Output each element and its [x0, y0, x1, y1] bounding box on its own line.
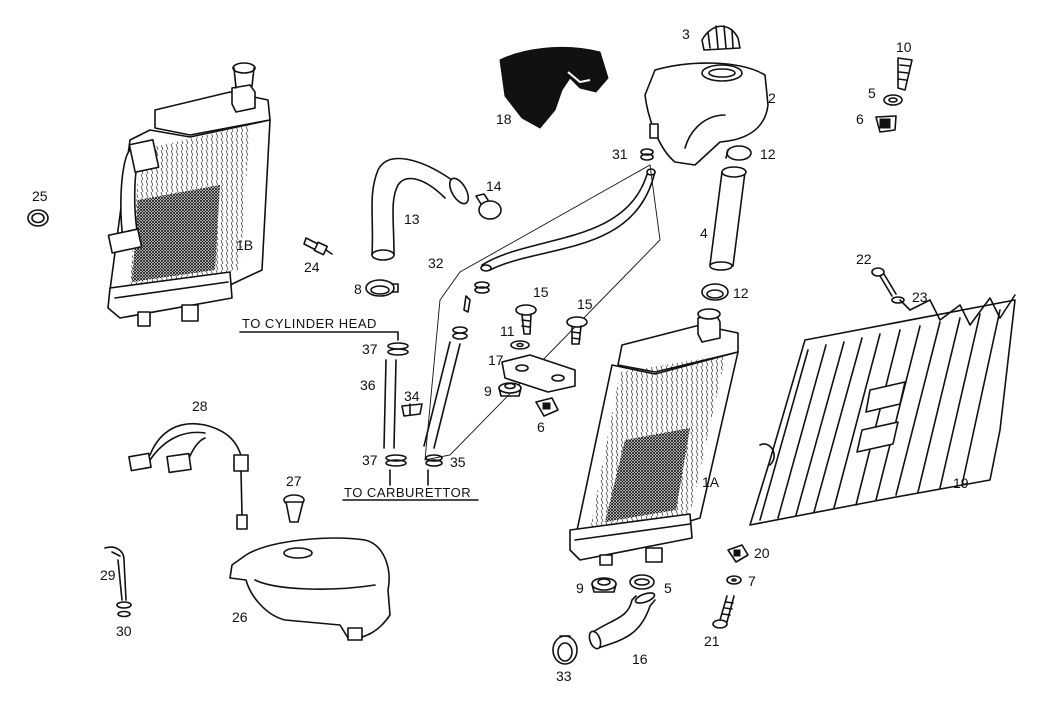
- label-28: 28: [192, 398, 208, 414]
- part-16-hose: [588, 592, 656, 650]
- part-36-hose: [383, 342, 409, 467]
- label-5-upper: 5: [868, 85, 876, 101]
- parts-22-23: [871, 267, 905, 304]
- label-20: 20: [754, 545, 770, 561]
- label-9-lower: 9: [576, 580, 584, 596]
- label-32: 32: [428, 255, 444, 271]
- label-17: 17: [488, 352, 504, 368]
- label-12-lower: 12: [733, 285, 749, 301]
- label-6-center: 6: [537, 419, 545, 435]
- label-4: 4: [700, 225, 708, 241]
- parts-20-7-21: [712, 544, 749, 629]
- part-33-clamp: [552, 635, 578, 665]
- caption-to-carburettor: TO CARBURETTOR: [344, 485, 471, 500]
- label-15-right: 15: [577, 296, 593, 312]
- part-15-screws: [515, 304, 588, 345]
- part-3-cap: [701, 25, 741, 51]
- label-19: 19: [953, 475, 969, 491]
- part-28-wiring: [128, 423, 249, 530]
- hose-clips-center: [452, 281, 490, 340]
- part-29-30-fitting: [104, 546, 132, 618]
- part-12-clamps: [701, 145, 752, 301]
- part-13-hose: [371, 157, 470, 261]
- label-5-lower: 5: [664, 580, 672, 596]
- part-18-cover: [499, 46, 609, 129]
- label-10: 10: [896, 39, 912, 55]
- label-16: 16: [632, 651, 648, 667]
- label-33: 33: [556, 668, 572, 684]
- parts-10-5-6: [875, 57, 913, 133]
- label-11: 11: [500, 323, 515, 339]
- part-labels: 1B 25 24 13 14 8 32 31 18 3 2 12 4 12 10…: [32, 26, 969, 684]
- label-13: 13: [404, 211, 420, 227]
- part-6-clip-nut: [535, 397, 559, 417]
- label-26: 26: [232, 609, 248, 625]
- label-23: 23: [912, 289, 928, 305]
- label-29: 29: [100, 567, 116, 583]
- label-15-left: 15: [533, 284, 549, 300]
- label-21: 21: [704, 633, 720, 649]
- label-12-upper: 12: [760, 146, 776, 162]
- part-17-bracket: [501, 354, 576, 393]
- label-37-lower: 37: [362, 452, 378, 468]
- parts-9-5-lower: [591, 574, 655, 593]
- label-25: 25: [32, 188, 48, 204]
- part-19-grille: [749, 294, 1016, 526]
- part-32-hose: [424, 164, 661, 461]
- radiator-1b: [107, 62, 271, 327]
- part-24-sensor: [303, 237, 333, 256]
- label-14: 14: [486, 178, 502, 194]
- label-22: 22: [856, 251, 872, 267]
- label-6-upper: 6: [856, 111, 864, 127]
- label-30: 30: [116, 623, 132, 639]
- label-9-upper: 9: [484, 383, 492, 399]
- caption-lines: [239, 331, 479, 501]
- part-34-clip: [401, 403, 423, 417]
- label-2: 2: [768, 90, 776, 106]
- part-31-clips: [640, 148, 654, 161]
- routing-captions: TO CYLINDER HEAD TO CARBURETTOR: [242, 316, 471, 500]
- label-3: 3: [682, 26, 690, 42]
- label-1a: 1A: [702, 474, 720, 490]
- label-7: 7: [748, 573, 756, 589]
- part-25-ring: [27, 209, 49, 227]
- label-36: 36: [360, 377, 376, 393]
- label-37-upper: 37: [362, 341, 378, 357]
- part-2-reservoir: [644, 62, 769, 166]
- part-4-pipe: [709, 166, 747, 271]
- label-24: 24: [304, 259, 320, 275]
- part-8-clamp: [365, 279, 399, 297]
- label-8: 8: [354, 281, 362, 297]
- label-27: 27: [286, 473, 302, 489]
- part-9-grommet-upper: [498, 382, 522, 397]
- part-11-washer: [510, 340, 530, 350]
- label-18: 18: [496, 111, 512, 127]
- radiator-1a: [569, 308, 739, 566]
- part-14-clamp: [475, 193, 502, 220]
- caption-to-cylinder-head: TO CYLINDER HEAD: [242, 316, 377, 331]
- label-1b: 1B: [236, 237, 253, 253]
- label-35: 35: [450, 454, 466, 470]
- part-27-cap: [283, 494, 305, 523]
- label-34: 34: [404, 388, 420, 404]
- part-35-hose: [423, 341, 461, 467]
- part-26-tank: [229, 537, 391, 641]
- label-31: 31: [612, 146, 628, 162]
